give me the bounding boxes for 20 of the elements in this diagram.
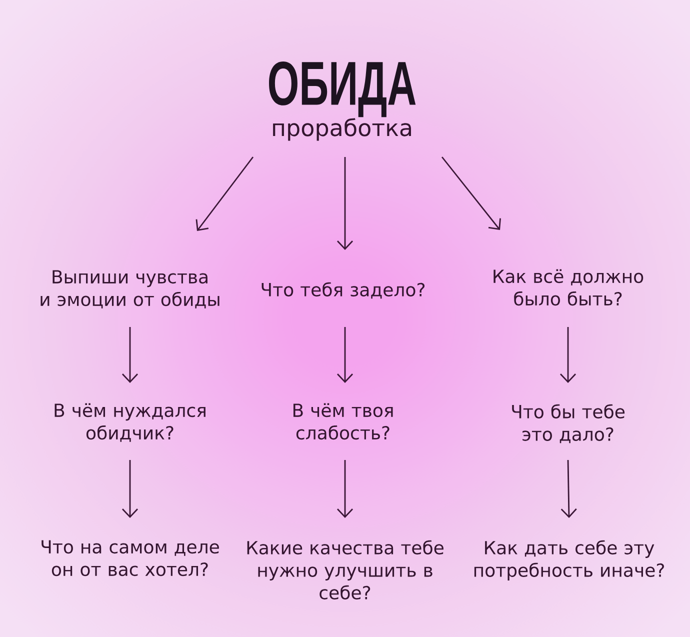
arrow: [122, 327, 138, 383]
arrow: [337, 157, 354, 250]
step-text: Что тебя задело?: [262, 282, 425, 299]
step-text: Как дать себе эту потребность иначе?: [474, 540, 664, 580]
heading: ОБИДА: [269, 62, 416, 118]
arrow: [122, 460, 138, 518]
step-text: Какие качества тебе нужно улучшить в себе?: [247, 540, 444, 600]
arrow: [337, 327, 354, 383]
step-text: В чём нуждался обидчик?: [54, 403, 206, 442]
arrow: [560, 327, 576, 383]
step-text: Выпиши чувства и эмоции от обиды: [40, 270, 220, 308]
arrow: [441, 156, 501, 230]
step-text: Что на самом деле он от вас хотел?: [42, 540, 219, 576]
step-text: Что бы тебе это дало?: [512, 404, 625, 444]
arrow: [560, 460, 577, 518]
step-text: В чём твоя слабость?: [294, 403, 393, 440]
arrow: [337, 460, 354, 518]
subheading: проработка: [273, 118, 411, 141]
arrow: [196, 156, 254, 231]
step-text: Как всё должно было быть?: [494, 269, 644, 306]
